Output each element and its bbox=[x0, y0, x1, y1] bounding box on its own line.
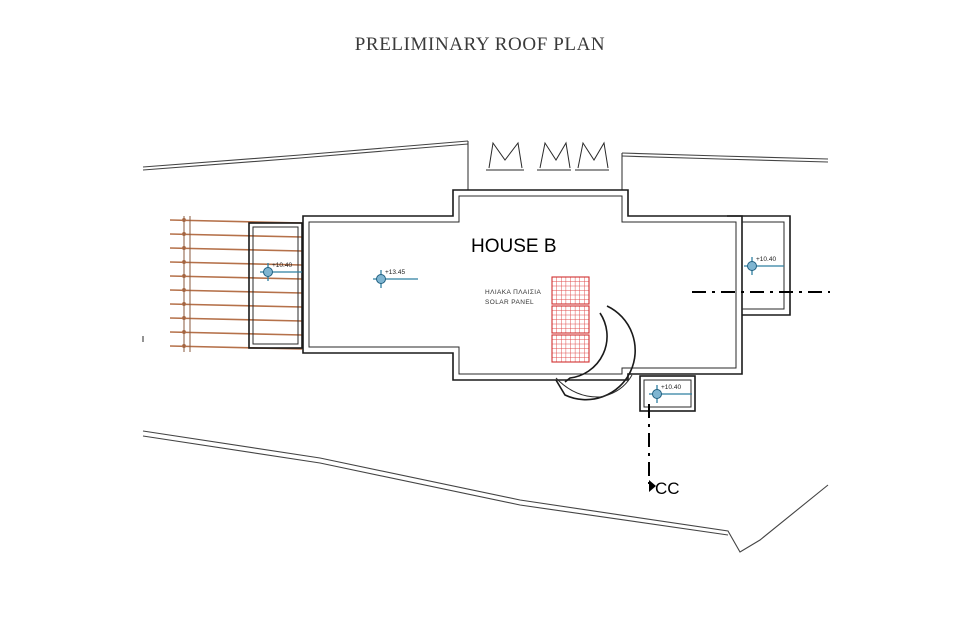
terrain-top-right bbox=[621, 152, 829, 160]
level-value: +10.40 bbox=[756, 256, 776, 263]
level-marker-right-terrace: +10.40 bbox=[744, 256, 784, 275]
solar-label-greek: ΗΛΙΑΚΑ ΠΛΑΙΣΙΑ bbox=[485, 289, 541, 296]
section-label: CC bbox=[655, 479, 680, 498]
pergola bbox=[169, 216, 303, 352]
pergola-beam bbox=[169, 233, 303, 238]
terrain-lines bbox=[142, 140, 829, 553]
level-value: +10.40 bbox=[661, 384, 681, 391]
pergola-beam bbox=[169, 303, 303, 308]
level-markers: +10.40 +13.45 +10.40 +10.40 bbox=[260, 256, 784, 403]
terrain-top-right-inner bbox=[621, 155, 829, 163]
section-arrow-icon bbox=[649, 480, 656, 492]
level-value: +13.45 bbox=[385, 269, 405, 276]
level-marker-main-roof: +13.45 bbox=[373, 269, 418, 288]
level-target-icon bbox=[376, 274, 386, 284]
pergola-beam bbox=[169, 317, 303, 322]
terrain-bottom bbox=[142, 430, 829, 553]
solar-panel bbox=[551, 305, 590, 334]
solar-panel bbox=[551, 334, 590, 363]
level-target-icon bbox=[747, 261, 757, 271]
level-target-icon bbox=[263, 267, 273, 277]
level-value: +10.40 bbox=[272, 262, 292, 269]
solar-label-english: SOLAR PANEL bbox=[485, 299, 534, 306]
section-lines bbox=[648, 291, 830, 492]
pergola-beam bbox=[169, 261, 303, 266]
stair-3 bbox=[577, 141, 609, 169]
solar-panel bbox=[551, 276, 590, 305]
terrain-bottom-inner bbox=[142, 435, 729, 536]
pergola-beam bbox=[169, 331, 303, 336]
terrain-top-left bbox=[142, 140, 469, 168]
terrain-top-left-inner bbox=[142, 143, 469, 171]
house-label: HOUSE B bbox=[471, 236, 557, 257]
pergola-beam bbox=[169, 247, 303, 252]
level-marker-pergola-terrace: +10.40 bbox=[260, 262, 302, 281]
drawing-title: PRELIMINARY ROOF PLAN bbox=[354, 34, 606, 55]
pergola-beam bbox=[169, 289, 303, 294]
pergola-beam bbox=[169, 275, 303, 280]
stair-2 bbox=[539, 141, 571, 169]
stair-1 bbox=[488, 141, 523, 169]
level-marker-bottom-terrace: +10.40 bbox=[649, 384, 692, 403]
level-target-icon bbox=[652, 389, 662, 399]
curved-stair bbox=[555, 305, 636, 401]
left-terrace bbox=[248, 222, 303, 349]
house-outline bbox=[302, 189, 743, 381]
top-stairs bbox=[467, 141, 623, 190]
solar-panel-array bbox=[551, 276, 590, 363]
